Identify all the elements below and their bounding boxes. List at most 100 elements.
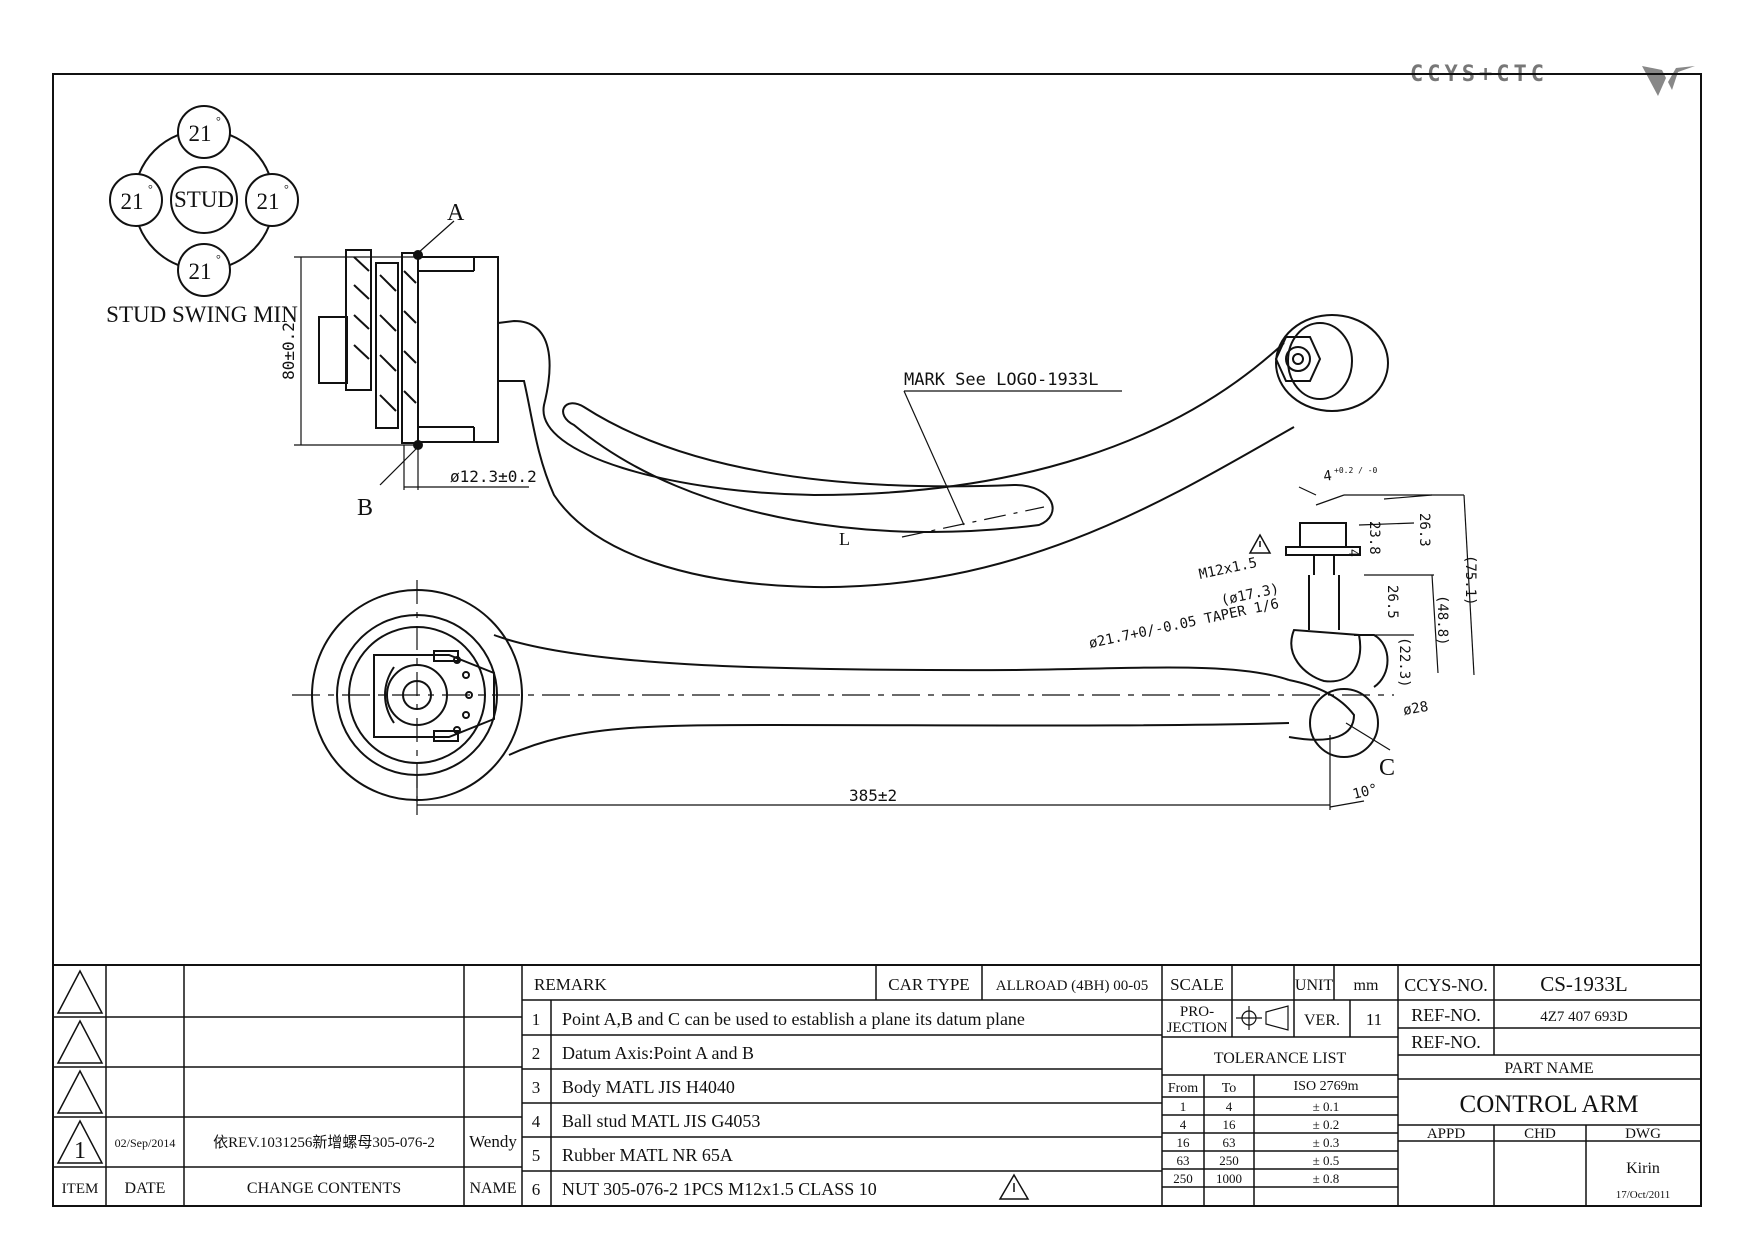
mark-note: MARK See LOGO-1933L <box>904 370 1098 390</box>
drawing-sheet: 21 21 21 21 STUD STUD SWING MIN ° ° ° ° <box>52 73 1702 1207</box>
remark-text: Datum Axis:Point A and B <box>562 1043 754 1063</box>
appd-label: APPD <box>1427 1126 1466 1142</box>
stud-swing-diagram: 21 21 21 21 STUD STUD SWING MIN ° ° ° ° <box>106 105 299 327</box>
technical-drawing: 21 21 21 21 STUD STUD SWING MIN ° ° ° ° <box>106 105 1478 815</box>
dim-75-1: (75.1) <box>1462 555 1478 606</box>
header-date: DATE <box>125 1180 166 1197</box>
remark-label: REMARK <box>534 975 607 994</box>
tol-value: ± 0.5 <box>1313 1153 1340 1168</box>
revision-name: Wendy <box>469 1132 517 1151</box>
top-view-dimensions <box>294 220 1122 538</box>
revision-item: 1 <box>74 1138 86 1164</box>
ref-no-label: REF-NO. <box>1411 1005 1481 1025</box>
tol-to: 4 <box>1226 1099 1233 1114</box>
dim-bore: ø12.3±0.2 <box>450 467 537 486</box>
dim-22-3: (22.3) <box>1396 637 1412 688</box>
dim-4: 4 <box>1322 468 1333 485</box>
dim-26-5: 26.5 <box>1384 585 1400 619</box>
part-name: CONTROL ARM <box>1460 1091 1639 1118</box>
ref-no-label: REF-NO. <box>1411 1032 1481 1052</box>
ver-label: VER. <box>1304 1012 1340 1029</box>
tolerance-title: TOLERANCE LIST <box>1214 1050 1347 1067</box>
unit-value: mm <box>1354 977 1379 994</box>
car-type-label: CAR TYPE <box>888 975 969 994</box>
revision-table: 1 02/Sep/2014 依REV.1031256新增螺母305-076-2 … <box>54 965 523 1205</box>
dim-26-3: 26.3 <box>1416 513 1432 547</box>
point-b-label: B <box>357 495 373 521</box>
scale-label: SCALE <box>1170 975 1224 994</box>
dwg-value: Kirin <box>1626 1160 1660 1177</box>
header-change-contents: CHANGE CONTENTS <box>247 1180 401 1197</box>
degree-mark: ° <box>216 252 221 266</box>
remark-no: 6 <box>532 1180 541 1199</box>
stud-center-label: STUD <box>174 187 234 212</box>
remark-text: NUT 305-076-2 1PCS M12x1.5 CLASS 10 <box>562 1179 877 1199</box>
point-c-label: C <box>1379 755 1395 781</box>
stud-swing-caption: STUD SWING MIN <box>106 302 298 327</box>
unit-label: UNIT <box>1295 977 1333 994</box>
degree-mark: ° <box>216 114 221 128</box>
car-type-value: ALLROAD (4BH) 00-05 <box>996 978 1148 994</box>
stud-swing-top: 21 <box>189 121 212 146</box>
projection-symbol-icon <box>1236 1005 1289 1031</box>
arm-top-view <box>497 314 1389 589</box>
header-item: ITEM <box>62 1181 99 1197</box>
tol-from: 1 <box>1180 1099 1187 1114</box>
header-name: NAME <box>469 1180 516 1197</box>
remark-no: 1 <box>532 1010 541 1029</box>
dim-48-8: (48.8) <box>1434 595 1450 646</box>
part-name-label: PART NAME <box>1504 1060 1593 1077</box>
tol-from: 4 <box>1180 1117 1187 1132</box>
tol-header-to: To <box>1222 1081 1237 1096</box>
spec-block: SCALE UNIT mm PRO- JECTION VER. 11 TOLER… <box>1162 965 1399 1205</box>
bushing-section <box>318 249 499 450</box>
ccys-no-value: CS-1933L <box>1540 972 1628 996</box>
dim-23-8: 23.8 <box>1366 521 1382 555</box>
degree-mark: ° <box>148 182 153 196</box>
ref-no-value: 4Z7 407 693D <box>1540 1009 1628 1025</box>
side-label: L <box>839 529 850 549</box>
remark-text: Ball stud MATL JIS G4053 <box>562 1111 760 1131</box>
point-a-label: A <box>447 200 465 226</box>
tol-from: 63 <box>1177 1153 1190 1168</box>
warning-icon <box>998 1173 1030 1200</box>
revision-content: 依REV.1031256新增螺母305-076-2 <box>213 1134 435 1151</box>
remark-no: 5 <box>532 1146 541 1165</box>
projection-label: PRO- <box>1180 1004 1214 1020</box>
remark-no: 4 <box>532 1112 541 1131</box>
stud-swing-bottom: 21 <box>189 259 212 284</box>
part-info-block: CCYS-NO. CS-1933L REF-NO. 4Z7 407 693D R… <box>1398 965 1700 1205</box>
stud-swing-left: 21 <box>121 189 144 214</box>
remark-text: Point A,B and C can be used to establish… <box>562 1009 1025 1029</box>
dim-angle: 10° <box>1351 781 1379 803</box>
tol-header-from: From <box>1168 1081 1198 1096</box>
remark-no: 2 <box>532 1044 541 1063</box>
remarks-table: REMARK CAR TYPE ALLROAD (4BH) 00-05 1 Po… <box>522 965 1163 1205</box>
chd-label: CHD <box>1524 1126 1556 1142</box>
tol-from: 16 <box>1177 1135 1191 1150</box>
projection-label: JECTION <box>1167 1020 1228 1036</box>
tol-value: ± 0.2 <box>1313 1117 1340 1132</box>
revision-date: 02/Sep/2014 <box>115 1136 176 1150</box>
tol-value: ± 0.1 <box>1313 1099 1340 1114</box>
dwg-date: 17/Oct/2011 <box>1616 1189 1671 1201</box>
dwg-label: DWG <box>1625 1126 1661 1142</box>
title-block: 1 02/Sep/2014 依REV.1031256新增螺母305-076-2 … <box>54 964 1700 1205</box>
tol-to: 63 <box>1223 1135 1236 1150</box>
tol-from: 250 <box>1173 1171 1193 1186</box>
remark-text: Rubber MATL NR 65A <box>562 1145 733 1165</box>
dim-28: ø28 <box>1402 699 1430 719</box>
tol-to: 250 <box>1219 1153 1239 1168</box>
degree-mark: ° <box>284 182 289 196</box>
warning-icon <box>1248 533 1272 554</box>
tol-header-iso: ISO 2769m <box>1294 1079 1359 1094</box>
remark-no: 3 <box>532 1078 541 1097</box>
remark-text: Body MATL JIS H4040 <box>562 1077 735 1097</box>
dim-4b: 4 <box>1345 549 1360 557</box>
dim-4-tolerance: +0.2 / -0 <box>1334 466 1378 475</box>
tol-to: 16 <box>1223 1117 1237 1132</box>
dim-height: 80±0.2 <box>279 322 298 380</box>
tol-value: ± 0.3 <box>1313 1135 1340 1150</box>
tol-to: 1000 <box>1216 1171 1242 1186</box>
dim-length: 385±2 <box>849 786 897 805</box>
